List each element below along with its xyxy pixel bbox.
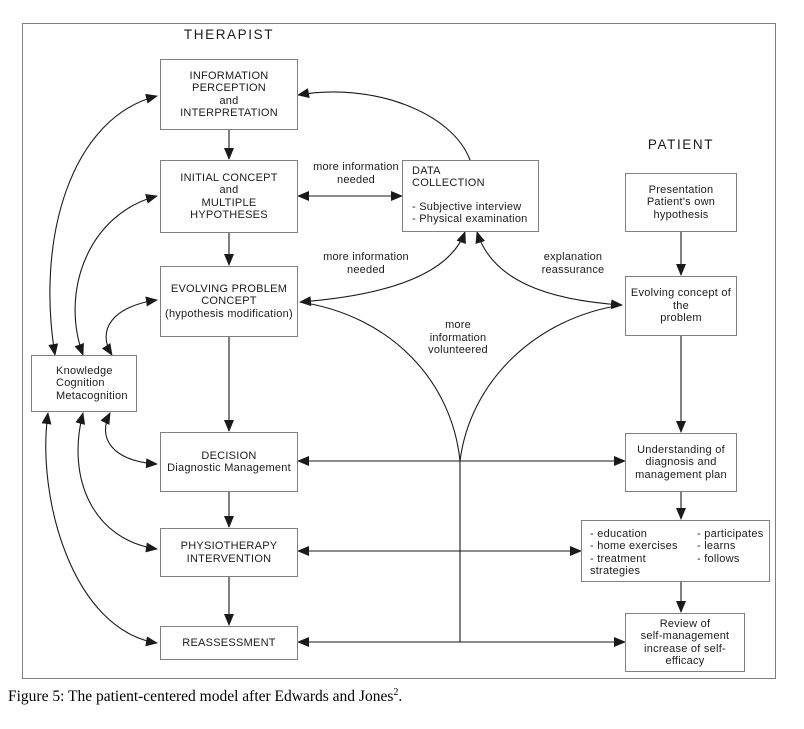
box-line: Knowledge: [56, 364, 113, 377]
education-columns: - education - home exercises - treatment…: [582, 521, 769, 578]
curve-data-collection-to-information-perception: [297, 88, 471, 161]
box-line: self-management: [640, 630, 730, 643]
box-line: INFORMATION: [189, 69, 269, 82]
curve-evolving-problem-data-collection: [299, 231, 466, 307]
link-knowledge-initial-concept: [74, 193, 158, 356]
label-line: more information: [323, 251, 409, 263]
education-left-column: - education - home exercises - treatment…: [590, 528, 690, 578]
link-knowledge-evolving-problem: [101, 296, 158, 356]
box-line: Understanding of: [637, 443, 725, 456]
box-line: Cognition: [56, 377, 105, 390]
curve-evolving-concept-data-collection: [475, 231, 623, 310]
link-knowledge-reassessment: [41, 412, 158, 647]
box-line: - Subjective interview: [412, 200, 522, 213]
box-line: MULTIPLE: [201, 196, 257, 209]
box-line: Patient's own: [646, 196, 716, 209]
box-decision: DECISION Diagnostic Management: [160, 432, 298, 492]
box-line: REASSESSMENT: [182, 636, 276, 649]
link-knowledge-information-perception: [48, 93, 158, 356]
box-reassessment: REASSESSMENT: [160, 626, 298, 660]
box-evolving-problem-concept: EVOLVING PROBLEM CONCEPT (hypothesis mod…: [160, 266, 298, 337]
box-line: HYPOTHESES: [190, 208, 268, 221]
spacer: [412, 190, 538, 201]
box-physiotherapy-intervention: PHYSIOTHERAPY INTERVENTION: [160, 528, 298, 577]
figure-caption: Figure 5: The patient-centered model aft…: [8, 687, 402, 706]
box-line: CONCEPT: [201, 295, 257, 308]
label-line: needed: [337, 173, 375, 186]
curve-volunteered-to-evolving-concept: [459, 304, 623, 462]
label-more-info-needed-top: more information needed: [304, 161, 408, 186]
box-line: INITIAL CONCEPT: [180, 171, 278, 184]
box-presentation: Presentation Patient's own hypothesis: [625, 173, 737, 232]
label-line: explanation: [543, 251, 603, 263]
box-knowledge-cognition: Knowledge Cognition Metacognition: [31, 355, 137, 412]
box-line: - Physical examination: [412, 213, 528, 226]
box-line: - learns: [697, 540, 736, 553]
label-line: reassurance: [541, 263, 605, 276]
box-line: Evolving concept of the: [630, 287, 732, 312]
box-line: diagnosis and: [645, 456, 717, 469]
box-line: INTERPRETATION: [180, 106, 278, 119]
box-line: problem: [660, 312, 702, 325]
caption-period: .: [398, 688, 403, 706]
link-knowledge-physiotherapy: [75, 412, 158, 553]
box-initial-concept: INITIAL CONCEPT and MULTIPLE HYPOTHESES: [160, 160, 298, 233]
box-line: - home exercises: [590, 540, 678, 553]
box-information-perception: INFORMATION PERCEPTION and INTERPRETATIO…: [160, 59, 298, 130]
box-line: Review of: [659, 617, 711, 630]
box-line: management plan: [635, 468, 727, 481]
box-line: - participates: [697, 528, 764, 540]
label-explanation-reassurance: explanation reassurance: [521, 251, 625, 276]
label-line: information: [429, 331, 487, 344]
header-therapist: THERAPIST: [183, 27, 275, 42]
label-line: more information: [313, 161, 399, 173]
header-patient: PATIENT: [647, 137, 715, 152]
box-line: PERCEPTION: [191, 82, 266, 95]
label-line: needed: [347, 263, 385, 276]
box-education-participation: - education - home exercises - treatment…: [581, 520, 770, 582]
box-line: increase of self-efficacy: [644, 642, 726, 667]
box-line: hypothesis: [653, 208, 709, 221]
box-evolving-concept: Evolving concept of the problem: [625, 276, 737, 336]
box-line: DECISION: [201, 449, 257, 462]
box-data-collection: DATA COLLECTION - Subjective interview -…: [402, 160, 539, 232]
box-line: INTERVENTION: [186, 552, 272, 565]
label-more-info-volunteered: more information volunteered: [406, 319, 510, 357]
box-line: and: [219, 184, 239, 197]
box-line: COLLECTION: [412, 177, 485, 190]
box-line: DATA: [412, 165, 441, 177]
diagram-border: [22, 23, 776, 679]
curve-volunteered-to-evolving-problem: [299, 301, 461, 462]
label-line: more: [445, 319, 471, 331]
box-line: Metacognition: [56, 389, 128, 402]
box-line: EVOLVING PROBLEM: [170, 282, 288, 295]
caption-superscript: 2: [393, 687, 399, 698]
caption-text: Figure 5: The patient-centered model aft…: [8, 688, 394, 706]
box-line: and: [219, 94, 239, 107]
box-understanding: Understanding of diagnosis and managemen…: [625, 433, 737, 492]
box-review-self-management: Review of self-management increase of se…: [625, 613, 745, 672]
box-line: Presentation: [648, 183, 714, 196]
label-line: volunteered: [428, 344, 488, 356]
label-more-info-needed-mid: more information needed: [314, 251, 418, 276]
link-knowledge-decision: [100, 412, 158, 469]
box-line: Diagnostic Management: [167, 462, 291, 474]
box-line: - follows: [697, 552, 740, 565]
box-line: (hypothesis modification): [165, 307, 293, 320]
education-right-column: - participates - learns - follows: [690, 528, 763, 578]
box-line: - education: [590, 528, 648, 540]
box-line: PHYSIOTHERAPY: [180, 540, 278, 553]
box-line: - treatment strategies: [590, 552, 646, 578]
